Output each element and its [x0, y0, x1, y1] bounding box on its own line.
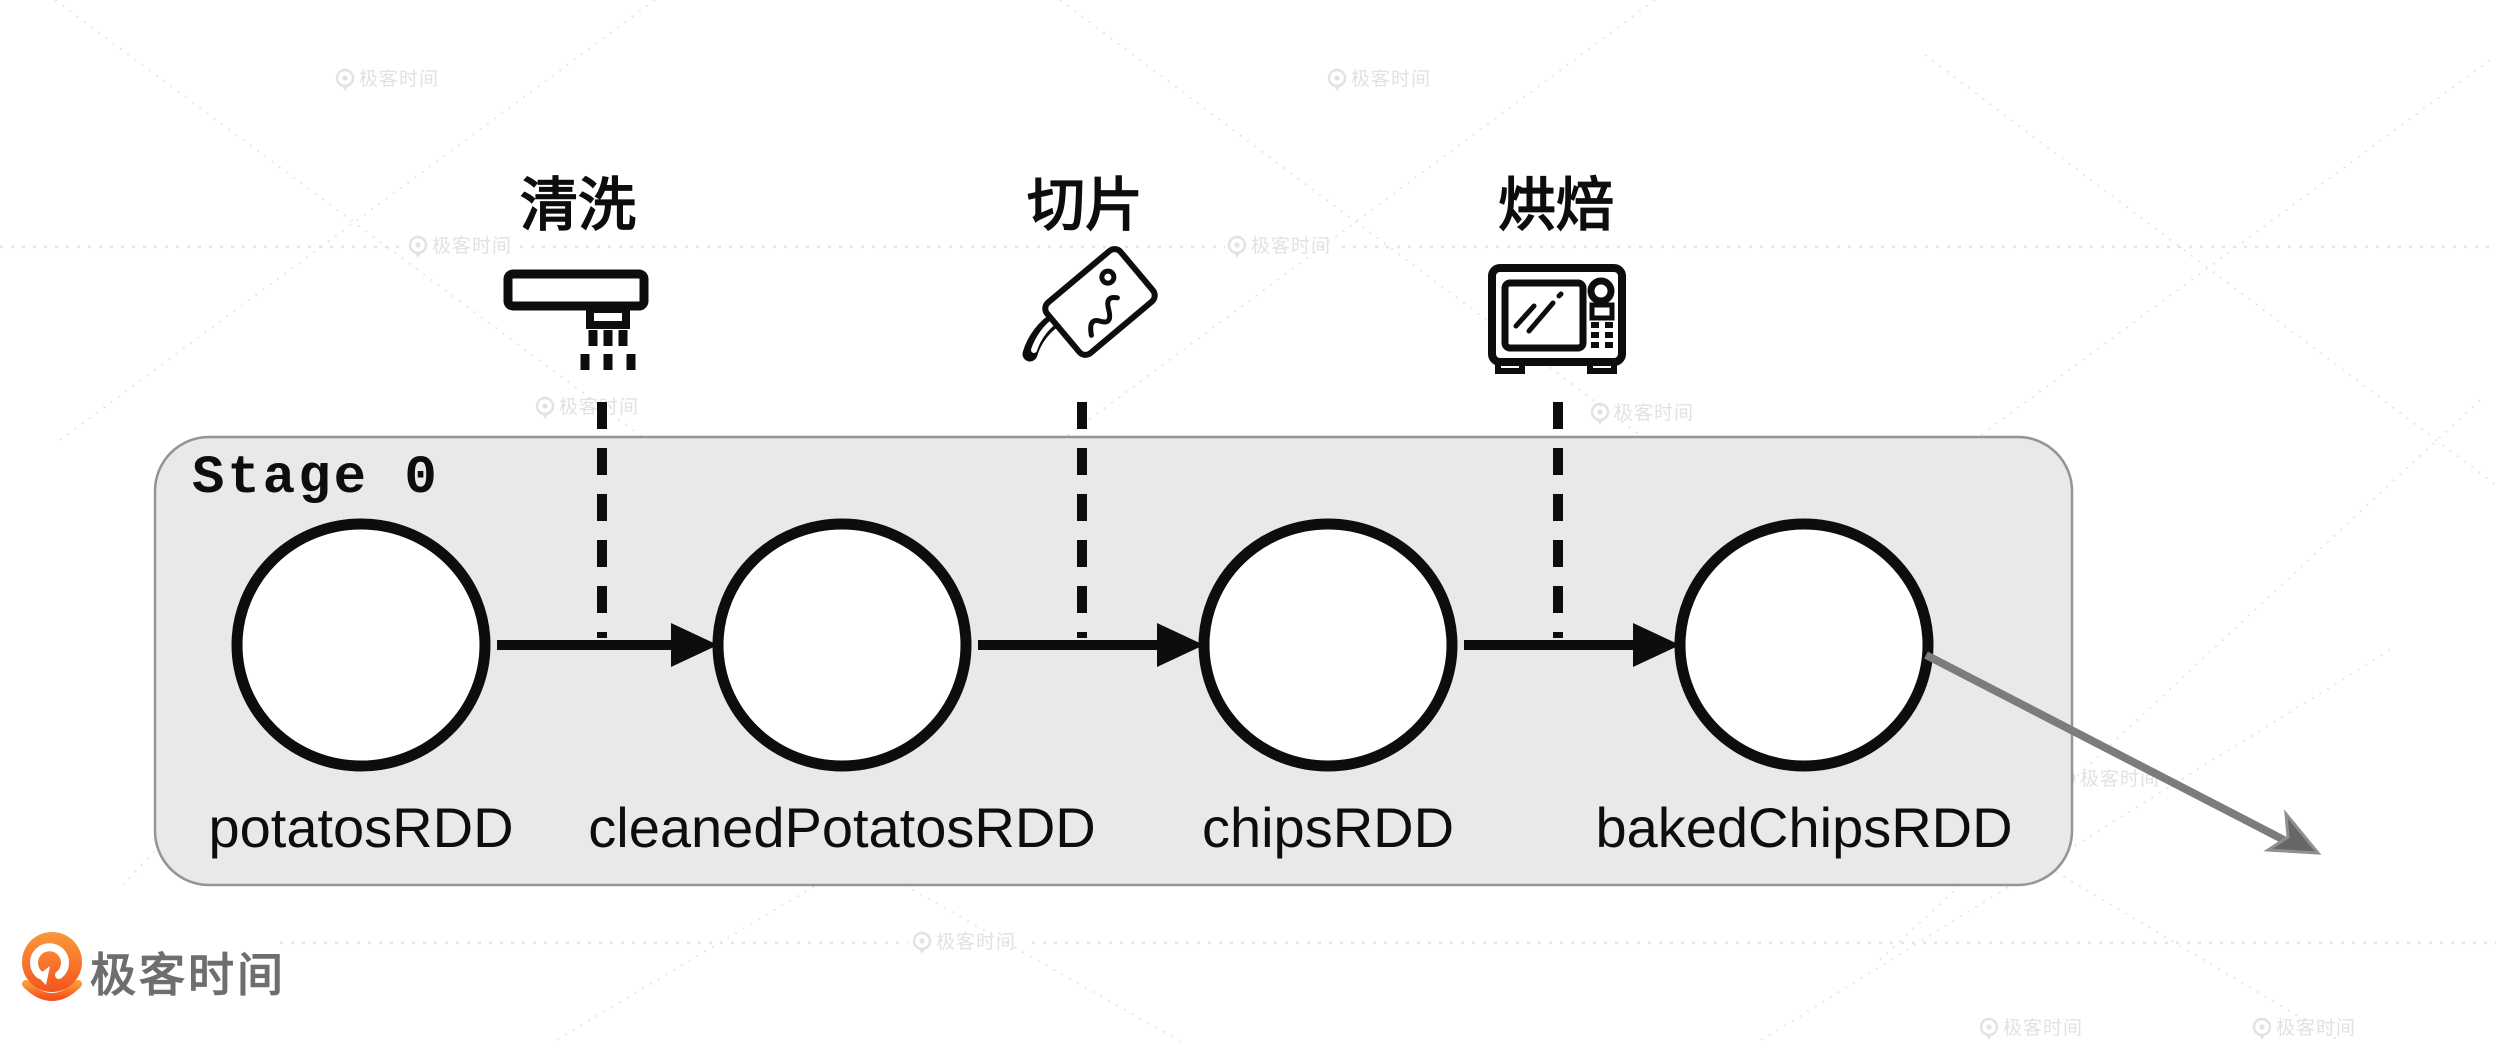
watermark-pin-icon — [408, 235, 428, 260]
operation-label-slice: 切片 — [1026, 173, 1144, 238]
rdd-node-circle — [231, 518, 491, 772]
watermark-pin-icon — [1979, 1017, 1999, 1041]
rdd-nodes — [231, 518, 1934, 772]
microwave-icon — [1488, 264, 1626, 374]
operation-dashed-lines — [597, 402, 1563, 638]
svg-text:极客时间: 极客时间 — [2003, 1017, 2083, 1039]
rdd-node-label: potatosRDD — [208, 796, 514, 859]
rdd-node-label: cleanedPotatosRDD — [588, 796, 1096, 859]
stage-box — [153, 435, 2074, 887]
rdd-node-circle — [712, 518, 972, 772]
svg-text:极客时间: 极客时间 — [936, 931, 1016, 953]
operation-label-bake: 烘焙 — [1497, 173, 1615, 238]
watermark-dotted-line — [0, 245, 2496, 945]
watermark-pin-icon — [1590, 402, 1610, 427]
geektime-logo-text: 极客时间 — [90, 949, 286, 1001]
transformation-arrows — [497, 623, 1680, 667]
rdd-node-circle — [1674, 518, 1934, 772]
watermark-pin-icon — [1227, 235, 1247, 260]
watermark-pin-icon — [912, 931, 932, 956]
svg-text:极客时间: 极客时间 — [2080, 768, 2160, 790]
watermark-pin-icon — [335, 68, 355, 93]
svg-text:极客时间: 极客时间 — [359, 68, 439, 90]
svg-text:极客时间: 极客时间 — [1251, 235, 1331, 257]
stage-title: Stage 0 — [192, 448, 440, 509]
shower-icon — [503, 269, 649, 370]
svg-text:极客时间: 极客时间 — [1351, 68, 1431, 90]
watermark-pin-icon — [1327, 68, 1347, 93]
svg-text:极客时间: 极客时间 — [432, 235, 512, 257]
watermark-pin-icon — [535, 396, 555, 421]
watermark-pin-icon — [2252, 1017, 2272, 1041]
rdd-node-label: bakedChipsRDD — [1595, 796, 2013, 859]
next-stage-arrow — [1924, 651, 2322, 855]
rdd-node-label: chipsRDD — [1201, 796, 1455, 859]
cleaver-icon — [1022, 246, 1158, 362]
rdd-node-circle — [1198, 518, 1458, 772]
svg-text:极客时间: 极客时间 — [1614, 402, 1694, 424]
operation-label-wash: 清洗 — [519, 173, 637, 238]
geektime-logo-icon — [22, 932, 82, 1001]
svg-text:极客时间: 极客时间 — [2276, 1017, 2356, 1039]
